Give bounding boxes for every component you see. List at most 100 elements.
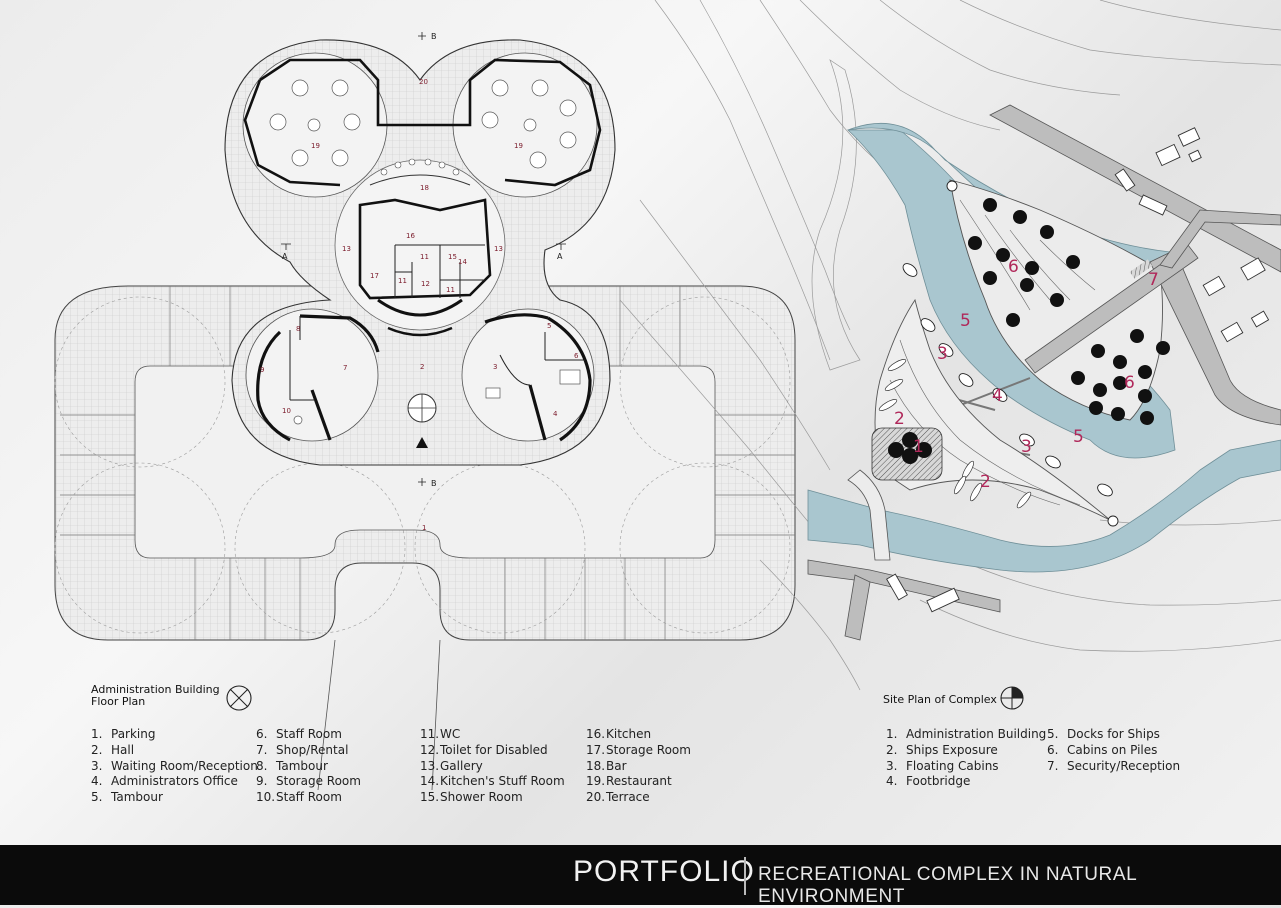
room-number: 16 [406, 232, 415, 240]
room-number: 20 [419, 78, 428, 86]
room-number: 19 [514, 142, 523, 150]
room-number: 9 [260, 366, 264, 374]
site-map-numbers: 6 6 5 5 3 3 4 2 2 1 7 [894, 257, 1159, 492]
section-marker-a-right: A [556, 243, 566, 261]
drawing-canvas: B B A A 20 19 19 18 16 13 13 17 11 11 15… [54, 0, 1281, 791]
legend-item: 7.Security/Reception [1047, 758, 1181, 773]
floor-legend-col-3: 11.WC 12.Toilet for Disabled 13.Gallery … [420, 727, 565, 806]
legend-item: 4.Footbridge [886, 774, 971, 789]
room-number: 11 [398, 277, 407, 285]
site-number: 6 [1008, 257, 1019, 277]
floor-legend-col-4: 16.Kitchen 17.Storage Room 18.Bar 19.Res… [586, 727, 691, 806]
room-numbers: 20 19 19 18 16 13 13 17 11 11 15 14 12 1… [260, 78, 579, 532]
legend-item: 11.WC [420, 727, 461, 741]
legend-item: 6.Cabins on Piles [1047, 742, 1158, 757]
svg-text:B: B [431, 32, 437, 41]
legend-item: 19.Restaurant [586, 774, 672, 789]
site-number: 3 [937, 344, 948, 364]
legend-item: 14.Kitchen's Stuff Room [420, 774, 565, 789]
project-subtitle: RECREATIONAL COMPLEX IN NATURAL ENVIRONM… [758, 864, 1137, 907]
svg-text:B: B [431, 479, 437, 488]
site-administration-building [871, 427, 943, 481]
legend-item: 5.Docks for Ships [1047, 727, 1160, 741]
cabins-on-piles [968, 198, 1170, 425]
room-number: 18 [420, 184, 429, 192]
legend-item: 2.Hall [91, 742, 135, 757]
room-number: 6 [574, 352, 579, 360]
room-number: 13 [342, 245, 351, 253]
legend-item: 15.Shower Room [420, 790, 523, 805]
room-number: 19 [311, 142, 320, 150]
site-number: 1 [913, 437, 924, 457]
room-number: 1 [422, 524, 426, 532]
site-plan: 6 6 5 5 3 3 4 2 2 1 7 [619, 0, 1281, 710]
site-number: 4 [992, 386, 1003, 406]
roads [807, 104, 1281, 641]
room-number: 11 [420, 253, 429, 261]
site-number: 6 [1124, 373, 1135, 393]
legend-item: 3.Waiting Room/Reception [91, 758, 258, 773]
terrain-contours [619, 0, 1281, 691]
legend-item: 5.Tambour [91, 790, 163, 805]
floor-legend-col-2: 6.Staff Room 7.Shop/Rental 8.Tambour 9.S… [256, 727, 361, 806]
floor-plan-title: Administration Building Floor Plan [91, 684, 220, 708]
portfolio-brand: PORTFOLIO [573, 855, 755, 888]
section-marker-b-bottom: B [418, 478, 437, 488]
legend-item: 4.Administrators Office [91, 774, 238, 789]
legend-item: 7.Shop/Rental [256, 742, 349, 757]
room-number: 14 [458, 258, 467, 266]
legend-item: 13.Gallery [420, 758, 483, 773]
site-number: 7 [1148, 270, 1159, 290]
room-number: 12 [421, 280, 430, 288]
legend-item: 18.Bar [586, 758, 627, 773]
site-number: 5 [960, 311, 971, 331]
section-marker-b-top: B [418, 32, 437, 41]
section-marker-a-left: A [281, 243, 291, 261]
svg-text:A: A [557, 252, 563, 261]
site-number: 3 [1021, 437, 1032, 457]
footer-bar: PORTFOLIO RECREATIONAL COMPLEX IN NATURA… [0, 845, 1281, 907]
legend-item: 20.Terrace [586, 790, 650, 805]
legend-item: 9.Storage Room [256, 774, 361, 789]
site-number: 5 [1073, 427, 1084, 447]
legend-item: 12.Toilet for Disabled [420, 742, 548, 757]
floating-cabins [902, 180, 1119, 527]
room-number: 7 [343, 364, 347, 372]
room-number: 10 [282, 407, 291, 415]
room-number: 13 [494, 245, 503, 253]
portfolio-sheet: B B A A 20 19 19 18 16 13 13 17 11 11 15… [54, 0, 1281, 806]
room-number: 3 [493, 363, 497, 371]
legend-item: 17.Storage Room [586, 742, 691, 757]
site-north-arrow-icon [1000, 686, 1024, 710]
site-number: 2 [894, 409, 905, 429]
legend-item: 2.Ships Exposure [886, 742, 998, 757]
room-number: 17 [370, 272, 379, 280]
svg-text:A: A [282, 252, 288, 261]
ships-exposure [878, 359, 1032, 509]
floor-legend-col-1: 1.Parking 2.Hall 3.Waiting Room/Receptio… [91, 727, 258, 806]
site-plan-title: Site Plan of Complex [883, 693, 997, 706]
legend-item: 1.Parking [91, 727, 156, 741]
site-legend-col-1: 1.Administration Building 2.Ships Exposu… [886, 727, 1046, 790]
floor-plan-title-line2: Floor Plan [91, 695, 146, 708]
building-footprint [224, 39, 616, 466]
legend-item: 16.Kitchen [586, 727, 652, 741]
legend-item: 8.Tambour [256, 758, 328, 773]
footer-divider [744, 857, 746, 895]
site-number: 2 [980, 472, 991, 492]
room-number: 2 [420, 363, 424, 371]
site-legend-col-2: 5.Docks for Ships 6.Cabins on Piles 7.Se… [1047, 727, 1180, 774]
room-number: 4 [553, 410, 558, 418]
floor-plan-title-line1: Administration Building [91, 683, 220, 696]
legend-item: 3.Floating Cabins [886, 758, 999, 773]
legend-item: 6.Staff Room [256, 727, 342, 741]
north-arrow-icon [226, 685, 252, 711]
administration-floor-plan: B B A A 20 19 19 18 16 13 13 17 11 11 15… [54, 32, 796, 791]
room-number: 11 [446, 286, 455, 294]
surrounding-buildings [886, 127, 1270, 613]
room-number: 5 [547, 322, 551, 330]
legend-item: 1.Administration Building [886, 727, 1047, 741]
room-number: 8 [296, 325, 300, 333]
legend-item: 10.Staff Room [256, 790, 342, 805]
room-number: 15 [448, 253, 457, 261]
